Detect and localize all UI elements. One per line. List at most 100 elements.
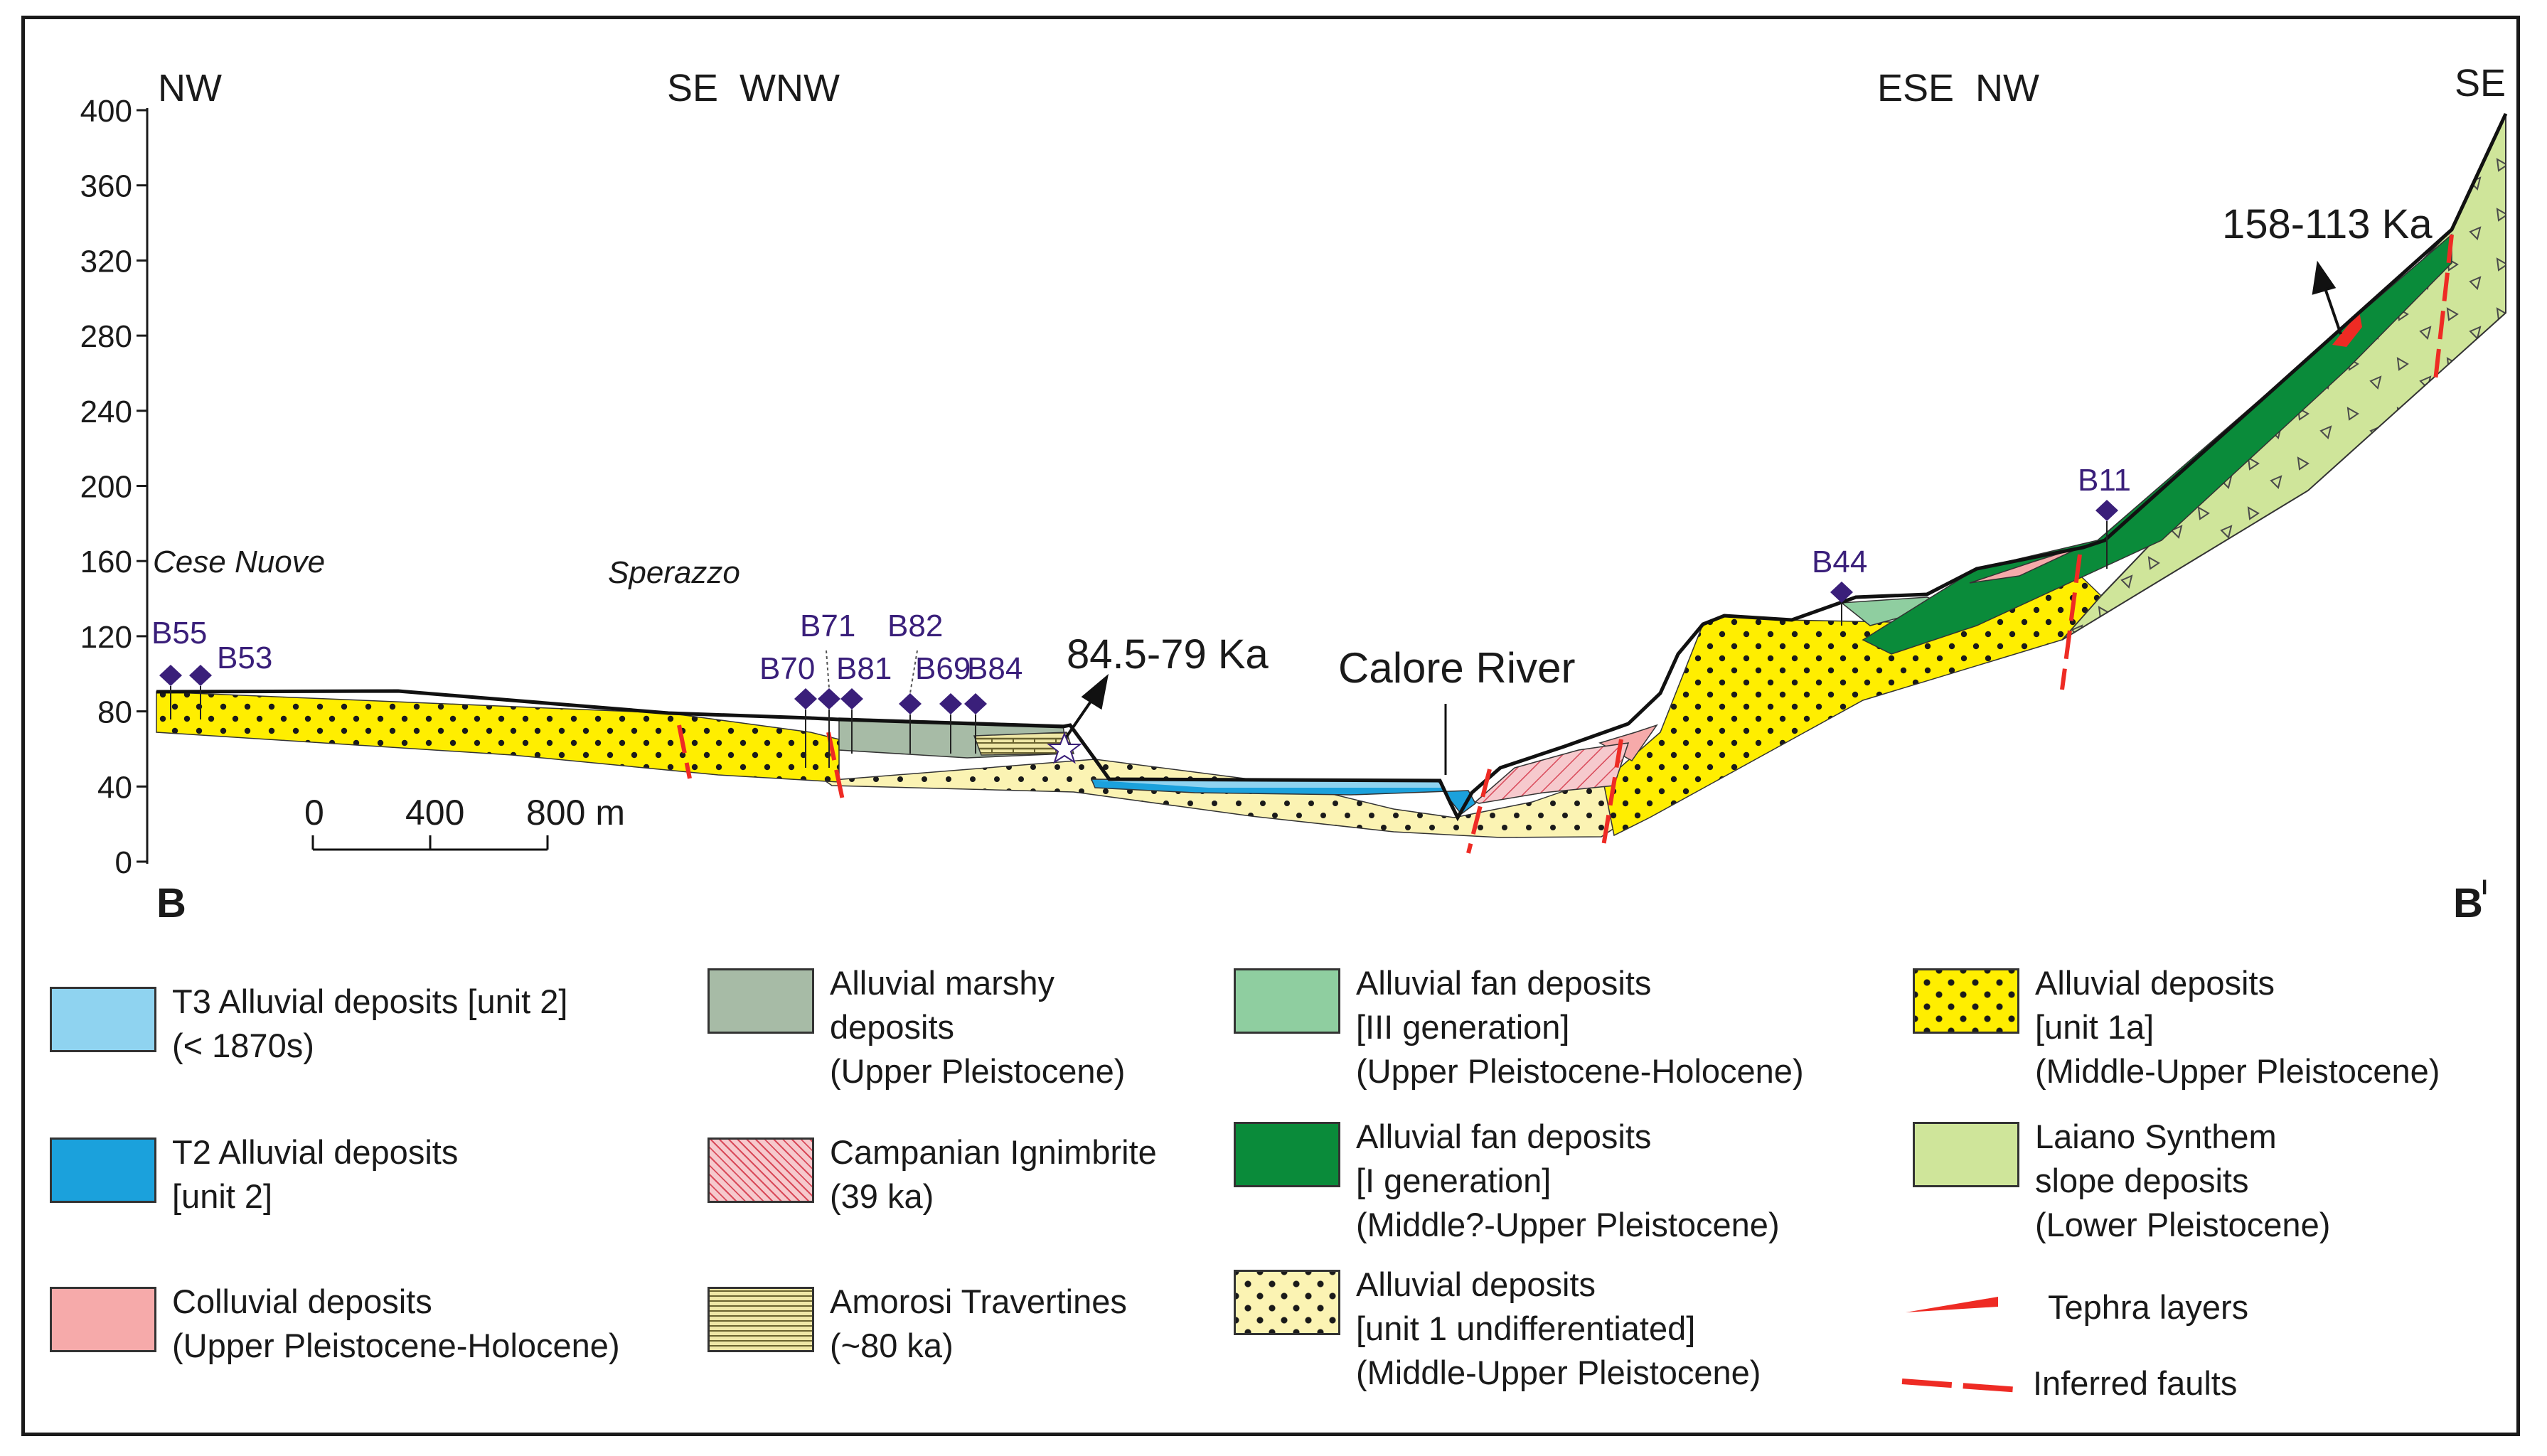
borehole-b84 [964,693,987,714]
legend-swatch-u1 [1234,1270,1340,1335]
inferred-fault [2060,554,2082,690]
legend-line: Alluvial fan deposits [1356,1118,1652,1155]
scale-tick-800: 800 m [526,793,625,833]
label-b71: B71 [800,609,855,643]
section-end-prime: I [2482,876,2487,899]
y-tick-label: 400 [80,94,132,129]
legend-line: (Upper Pleistocene-Holocene) [172,1327,620,1364]
borehole-b55 [159,665,182,686]
legend-line: Tephra layers [2048,1288,2249,1326]
legend-item-coll: Colluvial deposits (Upper Pleistocene-Hol… [50,1280,620,1368]
legend-line: T3 Alluvial deposits [unit 2] [172,983,568,1020]
y-tick-label: 40 [97,770,132,805]
legend-text-t2: T2 Alluvial deposits[unit 2] [172,1130,458,1219]
y-tick-label: 80 [97,695,132,730]
age-travertine: 84.5-79 Ka [1067,631,1269,678]
legend-text-coll: Colluvial deposits (Upper Pleistocene-Hol… [172,1280,620,1368]
legend-item-trav: Amorosi Travertines(~80 ka) [708,1280,1127,1368]
inferred-fault [2433,234,2454,381]
legend-line: Alluvial fan deposits [1356,964,1652,1002]
legend-swatch-trav [708,1287,814,1352]
legend-line: Alluvial deposits [2035,964,2275,1002]
borehole-b53 [189,665,212,686]
legend-line: Campanian Ignimbrite [830,1133,1157,1171]
orientation-nw-left: NW [158,67,222,109]
label-b70: B70 [759,651,815,686]
legend-line: Alluvial marshy [830,964,1055,1002]
label-b44: B44 [1812,545,1867,579]
dating-arrows [1062,260,2342,742]
legend-line: [unit 1a] [2035,1008,2154,1046]
scale-bar [311,835,549,851]
legend-text-fan3: Alluvial fan deposits[III generation](Up… [1356,961,1804,1093]
boreholes [159,500,2118,768]
amorosi-travertines [973,732,1075,756]
legend-line: Colluvial deposits [172,1283,432,1320]
legend-item-t2: T2 Alluvial deposits[unit 2] [50,1130,458,1219]
campanian-ignimbrite [1474,742,1630,804]
borehole-b69 [939,693,962,714]
inferred-fault [1466,769,1492,854]
section-start-label: B [156,880,186,926]
legend-text-u1a: Alluvial deposits [unit 1a] (Middle-Upper … [2035,961,2440,1093]
borehole-b44 [1830,582,1853,603]
legend-swatch-laiano [1913,1122,2019,1187]
legend-line: (39 ka) [830,1177,934,1215]
legend-swatch-t3 [50,987,156,1052]
legend-item-faults: Inferred faults [1899,1361,2237,1406]
tephra-layer [2332,311,2362,347]
scale-tick-0: 0 [304,793,324,833]
borehole-b81 [840,688,863,710]
legend-line: [I generation] [1356,1162,1552,1199]
laiano-slope-deposits [2061,113,2506,641]
y-tick-label: 280 [80,319,132,354]
legend-text-trav: Amorosi Travertines(~80 ka) [830,1280,1127,1368]
legend-item-fan1: Alluvial fan deposits[I generation](Midd… [1234,1115,1780,1247]
legend-line: T2 Alluvial deposits [172,1133,459,1171]
legend-line: (Middle-Upper Pleistocene) [2035,1052,2440,1090]
legend-text-ci: Campanian Ignimbrite (39 ka) [830,1130,1157,1219]
section-end-label: B [2453,880,2483,926]
y-tick-label: 360 [80,169,132,204]
y-tick-label: 240 [80,395,132,429]
legend-text-faults: Inferred faults [2033,1361,2237,1406]
legend-swatch-faults [1901,1379,2020,1393]
borehole-b11 [2095,500,2118,521]
legend-swatch-tephra [1906,1297,1998,1312]
legend-line: (Middle-Upper Pleistocene) [1356,1354,1761,1391]
label-b69: B69 [915,651,971,686]
legend-swatch-fan3 [1234,968,1340,1034]
orientation-ese-nw: ESE NW [1877,67,2039,109]
legend-text-u1: Alluvial deposits[unit 1 undifferentiate… [1356,1263,1761,1395]
legend-swatch-fan1 [1234,1122,1340,1187]
label-b55: B55 [151,616,207,651]
t3-alluvial-deposits [1099,781,1443,788]
legend-item-u1a: Alluvial deposits [unit 1a] (Middle-Upper … [1913,961,2440,1093]
y-tick-label: 320 [80,244,132,279]
borehole-b82 [899,693,922,714]
orientation-se-wnw: SE WNW [667,67,840,109]
legend-swatch-ci [708,1138,814,1203]
borehole-b71 [818,688,840,710]
legend-swatch-coll [50,1287,156,1352]
y-tick-label: 0 [115,845,132,880]
inferred-fault [677,724,692,779]
legend-line: Amorosi Travertines [830,1283,1127,1320]
age-tephra: 158-113 Ka [2222,201,2433,247]
inferred-fault [1601,739,1623,847]
borehole-b70 [794,688,817,710]
legend-line: deposits [830,1008,955,1046]
legend-swatch-marsh [708,968,814,1034]
scale-tick-400: 400 [405,793,464,833]
legend-item-ci: Campanian Ignimbrite (39 ka) [708,1130,1157,1219]
legend-line: (< 1870s) [172,1027,314,1064]
y-tick-label: 200 [80,470,132,505]
legend-text-t3: T3 Alluvial deposits [unit 2] (< 1870s) [172,980,567,1068]
geology-layers [156,112,2508,854]
legend-line: Laiano Synthem [2035,1118,2277,1155]
y-tick-label: 120 [80,620,132,655]
